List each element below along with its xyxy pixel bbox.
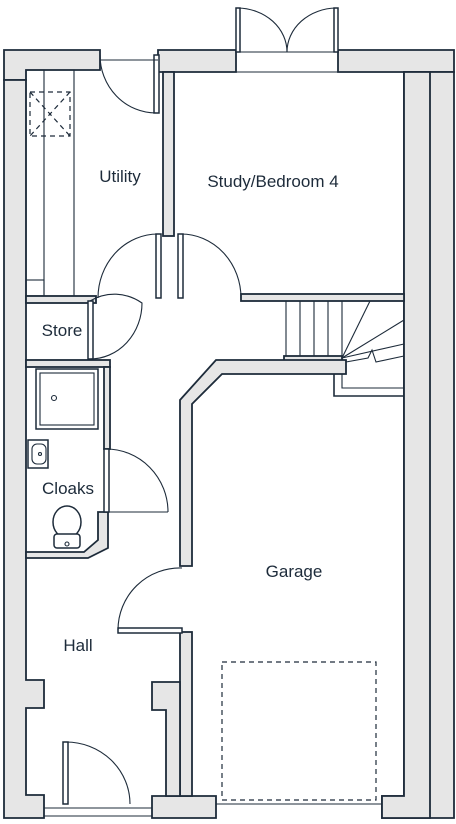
wall-cloaks-right-lower: [25, 511, 109, 559]
washing-machine-cross-b: [29, 91, 71, 137]
french-door-right-swing: [286, 7, 337, 53]
door-garage-leaf: [117, 627, 183, 634]
label-study: Study/Bedroom 4: [207, 172, 338, 191]
shower-tray-inner: [39, 372, 95, 426]
stair-winder-b: [341, 319, 405, 359]
front-door-swing: [65, 741, 131, 805]
door-cloaks-swing: [105, 448, 169, 513]
stair-break: [345, 348, 405, 363]
left-wall: [3, 79, 45, 819]
garage-wall-lower: [179, 631, 193, 797]
door-store-swing: [89, 293, 143, 360]
door-store-leaf: [87, 300, 94, 360]
door-to-utility-leaf: [155, 233, 162, 299]
door-to-study-swing: [180, 233, 242, 299]
right-wall-body: [381, 71, 431, 819]
door-garage-swing: [117, 567, 183, 631]
basin-bowl: [31, 443, 47, 465]
label-garage: Garage: [266, 562, 323, 581]
label-store: Store: [42, 321, 83, 340]
stair-cupboard: [333, 370, 404, 397]
label-cloaks: Cloaks: [42, 479, 94, 498]
toilet-bowl: [52, 505, 82, 539]
shower-drain: [50, 394, 58, 402]
staircase: [283, 300, 405, 397]
wall-utility-study: [162, 71, 175, 237]
washing-machine-space: [29, 91, 71, 137]
wall-study-bottom: [240, 293, 405, 302]
front-door: [44, 741, 152, 817]
doors-hall-utility-study: [97, 233, 242, 299]
shower-tray: [35, 368, 99, 430]
door-utility-swing: [99, 54, 157, 114]
toilet-button: [64, 541, 70, 547]
toilet: [52, 505, 82, 549]
french-door-left: [235, 7, 241, 53]
top-wall-left: [3, 49, 101, 81]
front-door-leaf: [62, 741, 69, 805]
stair-winder-a: [341, 300, 371, 359]
external-walls: [3, 49, 455, 819]
shower-tray-outer: [35, 368, 99, 430]
worktop: [25, 69, 45, 297]
top-wall-middle: [157, 49, 237, 73]
wall-store-cloaks: [25, 359, 111, 368]
basin: [27, 439, 49, 469]
door-garage: [117, 567, 183, 634]
room-labels: Utility Study/Bedroom 4 Store Cloaks Gar…: [42, 167, 339, 655]
top-wall-right: [337, 49, 455, 73]
basin-tap: [37, 451, 43, 457]
door-store: [87, 293, 143, 360]
toilet-cistern: [53, 533, 81, 549]
garage-wall: [179, 359, 347, 567]
stair-cupboard-inner: [341, 370, 404, 389]
door-utility-leaf: [153, 54, 160, 114]
bottom-wall-hall: [151, 795, 217, 819]
utility-bottom-block: [25, 279, 45, 297]
door-utility: [99, 54, 160, 114]
cupboard-outline: [25, 69, 75, 297]
garage-door: [216, 661, 382, 805]
french-door-left-swing: [237, 7, 288, 53]
french-doors: [235, 7, 339, 73]
utility-cupboard: [25, 69, 75, 297]
door-cloaks-leaf: [103, 448, 110, 513]
label-utility: Utility: [99, 167, 141, 186]
hall-niche: [151, 681, 181, 797]
stair-winder-c: [341, 343, 405, 359]
garage-door-swing: [221, 661, 377, 801]
door-cloaks: [103, 448, 169, 513]
door-to-utility-swing: [97, 233, 159, 299]
door-to-study-leaf: [177, 233, 184, 299]
wall-cloaks-right-upper: [103, 366, 111, 450]
french-door-right: [333, 7, 339, 53]
label-hall: Hall: [63, 636, 92, 655]
wall-store-top: [25, 295, 97, 304]
